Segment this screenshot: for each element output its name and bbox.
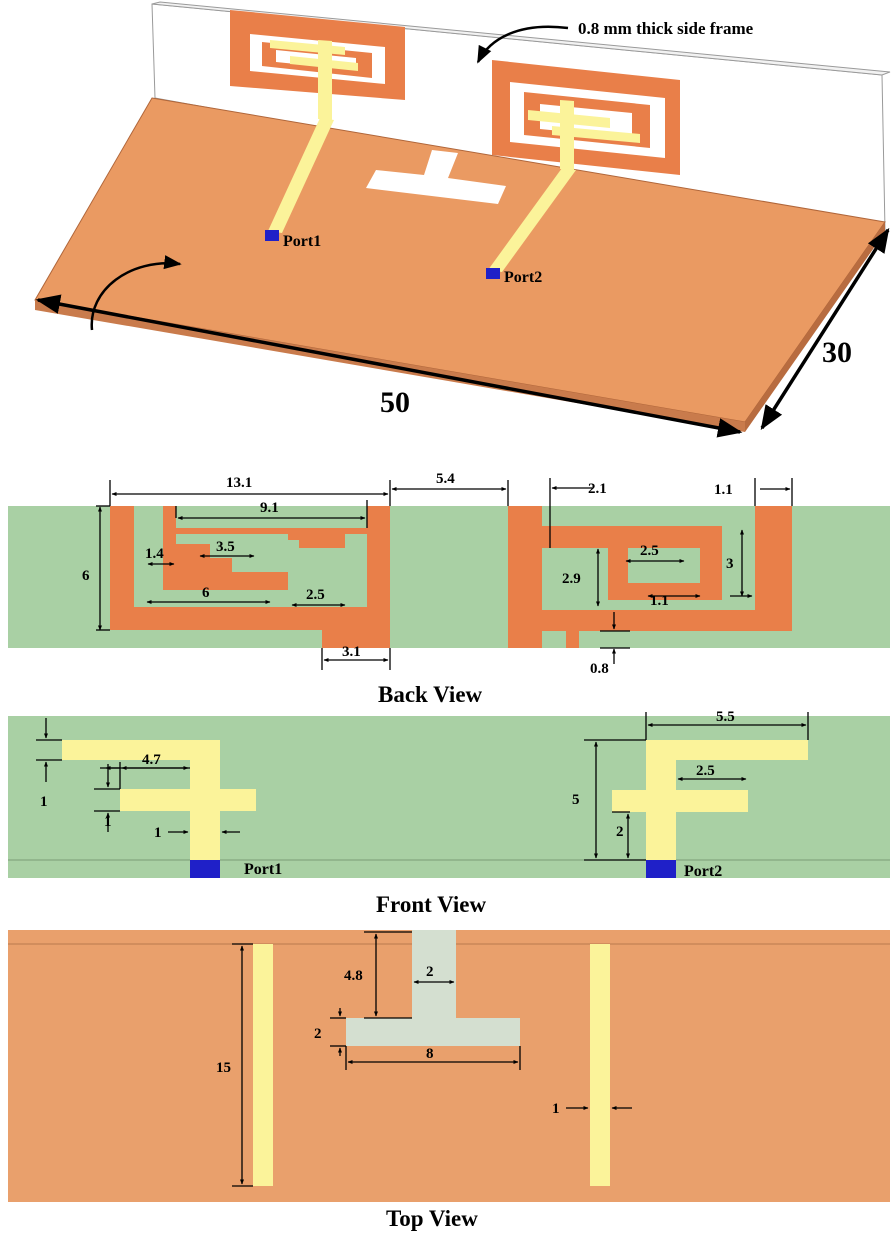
front-dim-labels: 4.7 1 1 1 5.5 2.5 5 2 bbox=[40, 709, 735, 841]
dim-2: 2 bbox=[616, 824, 624, 840]
iso-resonator-right bbox=[492, 60, 680, 175]
dim-2-9: 2.9 bbox=[562, 571, 581, 587]
dim-6-horizontal: 6 bbox=[202, 585, 210, 601]
dim-13-1: 13.1 bbox=[226, 475, 252, 491]
dim-3-5: 3.5 bbox=[216, 539, 235, 555]
dim-3-1: 3.1 bbox=[342, 644, 361, 660]
dim-5: 5 bbox=[572, 792, 580, 808]
back-dim-labels: 13.1 9.1 5.4 2.1 1.1 6 1.4 3.5 6 2.5 3.1… bbox=[82, 471, 734, 677]
dim-1-top: 1 bbox=[40, 794, 48, 810]
back-left-interior bbox=[134, 506, 368, 607]
dim-6-vertical: 6 bbox=[82, 568, 90, 584]
frame-note: 0.8 mm thick side frame bbox=[578, 19, 754, 38]
back-resonator-right bbox=[508, 506, 792, 648]
dim-0-8: 0.8 bbox=[590, 661, 609, 677]
top-view: 15 4.8 2 2 8 1 Top View bbox=[8, 930, 890, 1231]
dim-9-1: 9.1 bbox=[260, 500, 279, 516]
top-feed-right bbox=[590, 944, 610, 1186]
side-frame-top bbox=[151, 1, 891, 76]
iso-port2-label: Port2 bbox=[504, 269, 542, 286]
width-arrow bbox=[760, 227, 890, 431]
iso-feed-right bbox=[488, 168, 576, 272]
front-feed-right bbox=[612, 740, 808, 860]
front-port2 bbox=[646, 860, 676, 878]
iso-port1 bbox=[265, 230, 279, 241]
dim-1-4: 1.4 bbox=[145, 546, 164, 562]
front-port1-label: Port1 bbox=[244, 861, 282, 878]
iso-feed-left bbox=[268, 118, 334, 233]
back-dims bbox=[96, 478, 793, 670]
front-view-title: Front View bbox=[376, 892, 486, 917]
dim-2-5-left: 2.5 bbox=[306, 587, 325, 603]
top-dims bbox=[232, 931, 632, 1187]
iso-view: Port1 Port2 0.8 mm thick side frame 50 3… bbox=[34, 1, 891, 438]
back-left-conductors bbox=[110, 506, 390, 648]
top-dim-labels: 15 4.8 2 2 8 1 bbox=[216, 964, 560, 1117]
dim-8: 8 bbox=[426, 1046, 434, 1062]
front-port2-label: Port2 bbox=[684, 863, 722, 880]
iso-resonator-left bbox=[230, 10, 405, 120]
dim-1-1-top: 1.1 bbox=[714, 482, 733, 498]
iso-port2 bbox=[486, 268, 500, 279]
front-dims bbox=[36, 712, 809, 861]
front-port1 bbox=[190, 860, 220, 878]
front-feed-left bbox=[62, 740, 256, 860]
back-view: 13.1 9.1 5.4 2.1 1.1 6 1.4 3.5 6 2.5 3.1… bbox=[8, 471, 890, 707]
dim-1-mid: 1 bbox=[104, 814, 112, 830]
dim-15: 15 bbox=[216, 1060, 231, 1076]
dim-2-1: 2.1 bbox=[588, 481, 607, 497]
dim-3: 3 bbox=[726, 556, 734, 572]
dim-1: 1 bbox=[552, 1101, 560, 1117]
frame-arrow bbox=[476, 25, 569, 64]
top-feed-left bbox=[253, 944, 273, 1186]
dim-5-4: 5.4 bbox=[436, 471, 455, 487]
top-t-slot-shape bbox=[346, 930, 520, 1046]
dim-5-5: 5.5 bbox=[716, 709, 735, 725]
dim-2-bar: 2 bbox=[314, 1026, 322, 1042]
top-view-title: Top View bbox=[386, 1206, 478, 1231]
iso-port1-label: Port1 bbox=[283, 233, 321, 250]
dim-4-7: 4.7 bbox=[142, 752, 161, 768]
length-label: 50 bbox=[380, 386, 410, 419]
dim-2-stem: 2 bbox=[426, 964, 434, 980]
dim-1-1-bottom: 1.1 bbox=[650, 593, 669, 609]
iso-t-slot bbox=[366, 150, 506, 204]
dim-2-5-right: 2.5 bbox=[640, 543, 659, 559]
length-arrow bbox=[35, 294, 743, 438]
dim-4-8: 4.8 bbox=[344, 968, 363, 984]
dim-1-feed: 1 bbox=[154, 825, 162, 841]
front-view: Port1 Port2 bbox=[8, 709, 890, 917]
back-view-title: Back View bbox=[378, 682, 483, 707]
width-label: 30 bbox=[822, 336, 852, 369]
dim-2-5: 2.5 bbox=[696, 763, 715, 779]
